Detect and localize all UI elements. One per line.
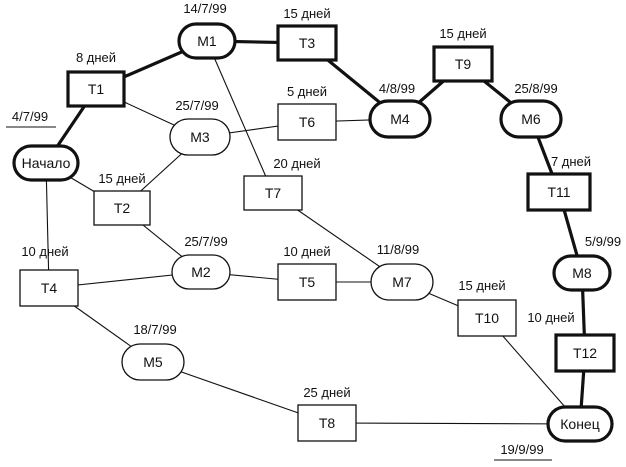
- nodes-layer: Начало Конец M1 M2 M3 M4 M5 M6: [12, 22, 616, 443]
- node-m6: M6: [499, 99, 563, 139]
- node-t2: T2: [93, 190, 151, 226]
- node-start: Начало: [12, 144, 80, 182]
- node-t12: T12: [554, 333, 616, 373]
- node-m4: M4: [368, 99, 432, 139]
- node-t5: T5: [277, 263, 337, 301]
- duration-t3: 15 дней: [283, 6, 330, 21]
- node-t3: T3: [276, 24, 338, 62]
- node-t9: T9: [432, 45, 494, 83]
- node-end-label: Конец: [560, 416, 599, 432]
- node-t3-label: T3: [299, 35, 316, 51]
- node-m8: M8: [552, 254, 612, 292]
- node-m5-label: M5: [143, 354, 163, 370]
- node-t10-label: T10: [475, 310, 499, 326]
- node-start-label: Начало: [22, 155, 71, 171]
- edge-start-t4: [45, 162, 50, 289]
- node-t1: T1: [66, 70, 126, 108]
- node-t7: T7: [243, 175, 303, 211]
- duration-t12: 10 дней: [527, 310, 574, 325]
- duration-t8: 25 дней: [303, 385, 350, 400]
- node-m2: M2: [171, 254, 231, 290]
- node-t9-label: T9: [455, 56, 472, 72]
- duration-t11: 7 дней: [551, 154, 591, 169]
- node-t4-label: T4: [41, 280, 58, 296]
- node-t2-label: T2: [114, 200, 131, 216]
- duration-t2: 15 дней: [98, 171, 145, 186]
- node-m8-label: M8: [572, 265, 592, 281]
- date-m7: 11/8/99: [377, 242, 419, 257]
- node-t5-label: T5: [299, 274, 316, 290]
- node-t7-label: T7: [265, 185, 282, 201]
- duration-t4: 10 дней: [21, 244, 68, 259]
- duration-t9: 15 дней: [439, 26, 486, 41]
- node-t11-label: T11: [547, 184, 570, 200]
- node-m7: M7: [370, 263, 434, 301]
- node-t12-label: T12: [573, 345, 597, 361]
- date-m8: 5/9/99: [585, 234, 621, 249]
- node-end: Конец: [546, 405, 614, 443]
- duration-t7: 20 дней: [273, 156, 320, 171]
- annotations-layer: 8 дней 15 дней 15 дней 10 дней 10 дней 5…: [6, 1, 621, 461]
- node-t6-label: T6: [299, 114, 316, 130]
- date-m1: 14/7/99: [183, 1, 226, 16]
- node-m1: M1: [177, 22, 237, 60]
- node-t10: T10: [457, 299, 517, 337]
- date-m2: 25/7/99: [184, 234, 227, 249]
- node-m1-label: M1: [197, 33, 217, 49]
- node-t11: T11: [526, 172, 592, 212]
- node-m3-label: M3: [190, 129, 210, 145]
- date-m4: 4/8/99: [379, 81, 415, 96]
- date-m6: 25/8/99: [514, 81, 557, 96]
- node-t6: T6: [277, 103, 337, 141]
- edge-t8-end: [326, 422, 581, 425]
- node-m5: M5: [121, 343, 185, 381]
- node-t8-label: T8: [319, 415, 336, 431]
- node-m3: M3: [169, 118, 231, 156]
- duration-t6: 5 дней: [287, 84, 327, 99]
- node-m6-label: M6: [521, 111, 541, 127]
- duration-t10: 15 дней: [458, 278, 505, 293]
- node-t4: T4: [19, 269, 79, 307]
- date-start: 4/7/99: [12, 109, 48, 124]
- node-t8: T8: [297, 404, 357, 442]
- edge-m1-t7: [206, 40, 274, 194]
- date-end: 19/9/99: [500, 442, 543, 457]
- date-m5: 18/7/99: [133, 322, 176, 337]
- node-m4-label: M4: [390, 111, 410, 127]
- node-m2-label: M2: [191, 264, 211, 280]
- node-m7-label: M7: [392, 274, 412, 290]
- duration-t5: 10 дней: [283, 244, 330, 259]
- duration-t1: 8 дней: [76, 50, 116, 65]
- node-t1-label: T1: [88, 81, 105, 97]
- date-m3: 25/7/99: [175, 98, 218, 113]
